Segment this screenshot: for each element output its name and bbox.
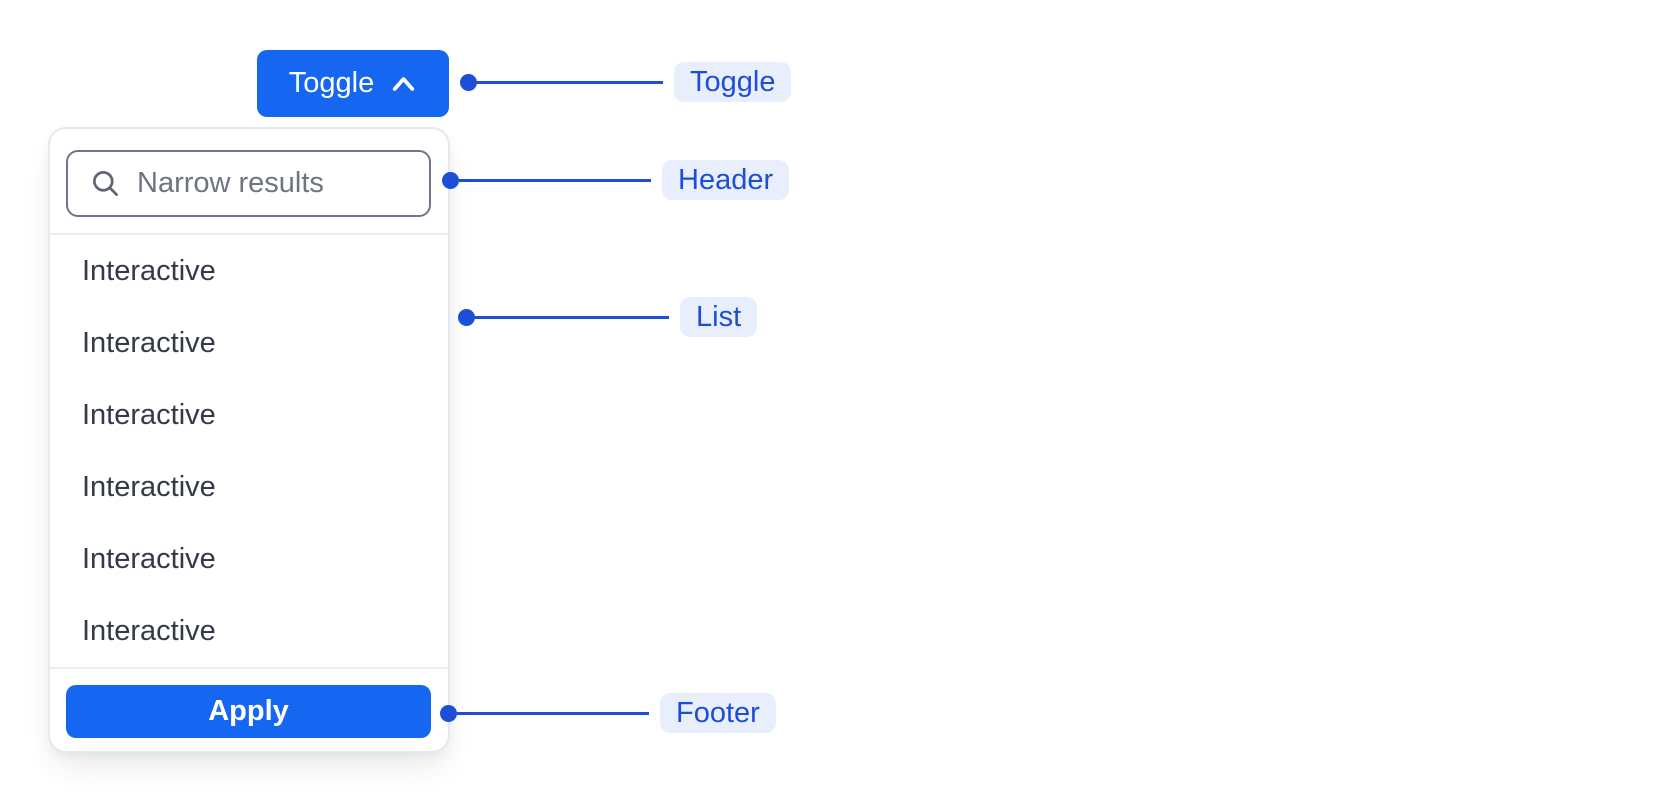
list-item[interactable]: Interactive (82, 470, 216, 503)
annotation-callout-list: List (458, 297, 758, 337)
list-item[interactable]: Interactive (82, 398, 216, 431)
annotation-badge-header: Header (662, 160, 790, 200)
annotation-callout-toggle: Toggle (460, 62, 792, 102)
annotation-badge-toggle: Toggle (674, 62, 792, 102)
annotation-line (477, 80, 663, 84)
annotation-dot (458, 308, 475, 326)
annotation-dot (460, 73, 477, 91)
annotation-dot (440, 704, 457, 722)
search-field[interactable] (66, 150, 431, 217)
toggle-button[interactable]: Toggle (257, 50, 449, 117)
dropdown-panel: Interactive Interactive Interactive Inte… (48, 127, 450, 753)
annotation-callout-footer: Footer (440, 693, 776, 733)
annotation-badge-list: List (680, 297, 758, 337)
list-item[interactable]: Interactive (82, 614, 216, 647)
annotation-badge-footer: Footer (660, 693, 776, 733)
search-input[interactable] (137, 167, 411, 200)
list-item[interactable]: Interactive (82, 254, 216, 287)
list-item[interactable]: Interactive (82, 326, 216, 359)
chevron-up-icon (390, 73, 417, 95)
annotation-line (457, 711, 649, 715)
list-item[interactable]: Interactive (82, 542, 216, 575)
dropdown-footer: Apply (50, 667, 448, 751)
annotation-callout-header: Header (442, 160, 790, 200)
annotation-line (459, 178, 651, 182)
search-icon (90, 168, 137, 199)
toggle-button-label: Toggle (288, 67, 375, 99)
annotation-line (475, 315, 669, 319)
annotation-dot (442, 171, 459, 189)
dropdown-header (50, 129, 448, 235)
dropdown-list: Interactive Interactive Interactive Inte… (50, 235, 448, 667)
apply-button[interactable]: Apply (66, 685, 431, 738)
